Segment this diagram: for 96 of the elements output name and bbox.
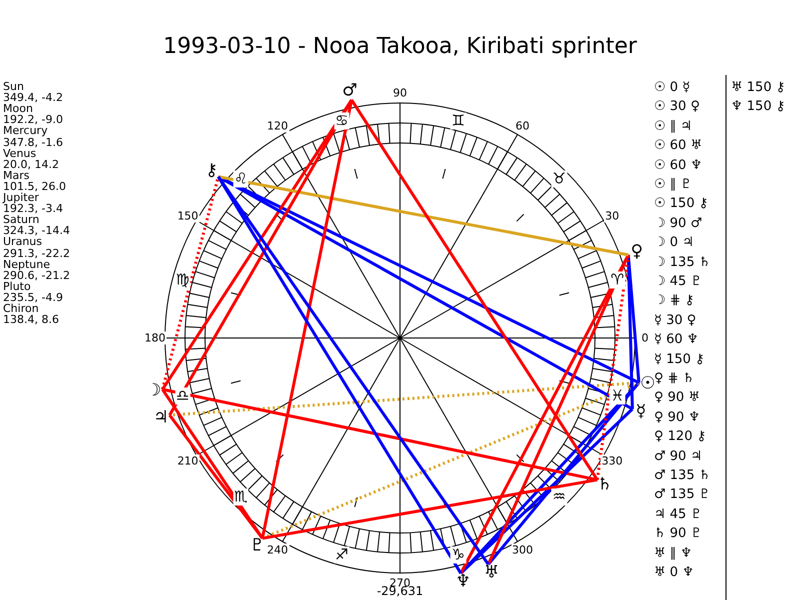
planet-name: Chiron bbox=[3, 303, 39, 314]
aspect-entry: ☿ 60 ♆ bbox=[654, 333, 698, 346]
planet-position: 101.5, 26.0 bbox=[3, 180, 66, 192]
planet-position: 291.3, -22.2 bbox=[3, 248, 70, 258]
aspect-entry: ☽ ⋕ ⚷ bbox=[654, 294, 694, 308]
aspect-entry: ♀ ⋕ ♄ bbox=[654, 372, 694, 385]
zodiac-sign-glyph: ♊ bbox=[450, 112, 466, 130]
degree-label: 240 bbox=[266, 544, 289, 557]
aspect-entry: ☽ 45 ♇ bbox=[654, 275, 702, 288]
planet-position: 138.4, 8.6 bbox=[3, 314, 59, 326]
aspect-line bbox=[486, 254, 630, 566]
degree-label: 120 bbox=[266, 119, 289, 132]
planet-name: Uranus bbox=[3, 236, 42, 248]
degree-label: 60 bbox=[514, 119, 530, 132]
zodiac-sign-glyph: ♐ bbox=[334, 546, 350, 564]
degree-label: 150 bbox=[176, 209, 200, 222]
aspect-line bbox=[161, 176, 220, 390]
planet-position: 290.6, -21.2 bbox=[3, 270, 70, 281]
planet-glyph: ♃ bbox=[153, 409, 169, 426]
planet-position: 235.5, -4.9 bbox=[3, 292, 63, 303]
planet-name: Jupiter bbox=[3, 192, 39, 203]
degree-label: 300 bbox=[511, 544, 534, 557]
zodiac-sign-glyph: ♈ bbox=[610, 271, 626, 288]
planet-name: Pluto bbox=[3, 280, 31, 292]
planet-position: 347.8, -1.6 bbox=[3, 136, 63, 148]
aspect-line bbox=[218, 175, 629, 256]
aspect-entry: ☉ 0 ☿ bbox=[654, 81, 690, 94]
aspect-entry: ♆ 150 ⚷ bbox=[731, 100, 786, 114]
aspect-line bbox=[168, 414, 264, 540]
aspect-entry: ♅ ∥ ♆ bbox=[654, 546, 692, 560]
aspect-line bbox=[459, 254, 630, 574]
aspect-entry: ☽ 90 ♂ bbox=[654, 216, 702, 230]
planet-glyph: ♇ bbox=[250, 537, 265, 554]
zodiac-sign-glyph: ♓ bbox=[610, 388, 626, 405]
aspect-entry: ♂ 135 ♄ bbox=[654, 469, 710, 482]
aspect-entry: ☉ 60 ♆ bbox=[654, 158, 702, 172]
chart-title: 1993-03-10 - Nooa Takooa, Kiribati sprinter bbox=[163, 36, 637, 58]
aspect-entry: ☿ 150 ⚷ bbox=[654, 352, 705, 366]
planet-glyph: ♂ bbox=[342, 82, 358, 100]
aspect-line bbox=[350, 99, 599, 481]
aspect-line bbox=[626, 254, 634, 410]
aspect-entry: ♂ 90 ♃ bbox=[654, 450, 702, 463]
degree-label: 90 bbox=[392, 86, 408, 100]
aspect-entry: ♂ 135 ♇ bbox=[654, 488, 710, 502]
planet-glyph: ☽ bbox=[146, 382, 162, 400]
zodiac-sign-glyph: ♌ bbox=[233, 170, 249, 188]
planet-name: Venus bbox=[3, 148, 36, 159]
planet-position: 349.4, -4.2 bbox=[3, 92, 63, 104]
zodiac-sign-glyph: ♍ bbox=[174, 271, 190, 288]
planet-name: Neptune bbox=[3, 258, 50, 270]
aspect-entry: ☉ ∥ ♇ bbox=[654, 178, 692, 191]
planet-name: Mars bbox=[3, 170, 30, 181]
planet-name: Sun bbox=[3, 81, 24, 92]
aspect-line bbox=[262, 478, 598, 540]
aspect-entry: ☿ 30 ♀ bbox=[654, 314, 696, 327]
aspect-entry: ♅ 0 ♆ bbox=[654, 566, 694, 579]
planet-glyph: ♀ bbox=[630, 243, 644, 260]
aspect-entry: ♀ 90 ♅ bbox=[654, 391, 700, 404]
planet-glyph: ☿ bbox=[636, 403, 646, 420]
aspect-entry: ☽ 135 ♄ bbox=[654, 256, 710, 269]
planet-position: 192.2, -9.0 bbox=[3, 114, 63, 126]
planet-position: 324.3, -14.4 bbox=[3, 225, 70, 236]
zodiac-sign-glyph: ♉ bbox=[551, 170, 567, 188]
zodiac-sign-glyph: ♑ bbox=[450, 546, 466, 564]
planet-glyph: ♆ bbox=[455, 573, 471, 590]
degree-label: 30 bbox=[604, 209, 620, 222]
degree-label: 330 bbox=[600, 454, 624, 467]
aspect-entry: ☉ 60 ♅ bbox=[654, 139, 702, 152]
aspect-entry: ♅ 150 ⚷ bbox=[731, 81, 786, 94]
aspect-entry: ☉ 150 ⚷ bbox=[654, 197, 708, 210]
planet-glyph: ☉ bbox=[640, 376, 656, 393]
planet-glyph: ♅ bbox=[484, 564, 500, 582]
planet-name: Mercury bbox=[3, 125, 48, 136]
aspect-line bbox=[260, 100, 354, 539]
aspect-entry: ♀ 90 ♆ bbox=[654, 410, 700, 424]
aspect-line bbox=[460, 408, 634, 574]
degree-label: 180 bbox=[144, 332, 166, 344]
zodiac-sign-glyph: ♋ bbox=[334, 112, 350, 130]
aspect-entry: ♀ 120 ⚷ bbox=[654, 430, 706, 444]
aspect-entry: ☽ 0 ♃ bbox=[654, 236, 694, 250]
planet-name: Moon bbox=[3, 103, 33, 114]
planet-name: Saturn bbox=[3, 214, 40, 226]
aspect-entry: ☉ ∥ ♃ bbox=[654, 120, 692, 133]
aspect-line bbox=[596, 254, 630, 480]
zodiac-sign-glyph: ♏ bbox=[233, 488, 249, 506]
zodiac-sign-glyph: ♒ bbox=[551, 488, 567, 506]
planet-glyph: ⚷ bbox=[205, 162, 218, 180]
planet-position: 20.0, 14.2 bbox=[3, 158, 59, 170]
degree-label: 0 bbox=[640, 332, 650, 344]
zodiac-sign-glyph: ♎ bbox=[174, 388, 190, 405]
degree-label: 210 bbox=[176, 454, 200, 467]
aspect-entry: ♄ 90 ♇ bbox=[654, 527, 702, 540]
planet-glyph: ♄ bbox=[597, 476, 612, 494]
aspect-entry: ♃ 45 ♇ bbox=[654, 508, 702, 521]
planet-position: 192.3, -3.4 bbox=[3, 203, 63, 214]
aspect-entry: ☉ 30 ♀ bbox=[654, 100, 700, 114]
